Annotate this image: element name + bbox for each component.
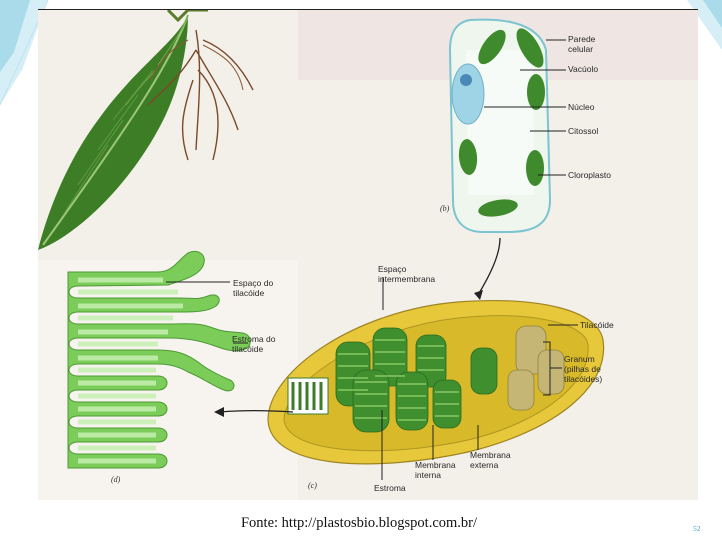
label-membrana-interna: Membrana (415, 460, 456, 470)
label-estroma: Estroma (374, 483, 406, 493)
label-espaco-intermembrana-2: intermembrana (378, 274, 435, 284)
page-number: 52 (693, 524, 701, 533)
label-membrana-interna-2: interna (415, 470, 441, 480)
caption-text: Fonte: http://plastosbio.blogspot.com.br… (241, 515, 477, 531)
label-estroma-tilacoide-2: tilacóide (232, 344, 263, 354)
label-tilacoide: Tilacóide (580, 320, 614, 330)
label-citossol: Citossol (568, 126, 598, 136)
label-cloroplasto: Cloroplasto (568, 170, 611, 180)
label-membrana-externa: Membrana (470, 450, 511, 460)
label-nucleo: Núcleo (568, 102, 595, 112)
label-panel-b: (b) (440, 204, 450, 213)
label-granum-3: tilacóides) (564, 374, 602, 384)
chloroplast-figure: Parede celular Vacúolo Núcleo Citossol C… (38, 9, 698, 500)
label-vacuolo: Vacúolo (568, 64, 598, 74)
label-espaco-tilacoide-2: tilacóide (233, 288, 264, 298)
leaf-illustration (38, 10, 253, 250)
label-membrana-externa-2: externa (470, 460, 499, 470)
label-panel-c: (c) (308, 481, 317, 490)
label-granum: Granum (564, 354, 595, 364)
label-celular: celular (568, 44, 593, 54)
label-espaco-intermembrana: Espaço (378, 264, 407, 274)
label-parede: Parede (568, 34, 596, 44)
figure-caption: Fonte: http://plastosbio.blogspot.com.br… (0, 515, 722, 532)
label-estroma-tilacoide: Estroma do (232, 334, 276, 344)
label-espaco-tilacoide: Espaço do (233, 278, 273, 288)
label-panel-d: (d) (111, 475, 121, 484)
label-granum-2: (pilhas de (564, 364, 601, 374)
